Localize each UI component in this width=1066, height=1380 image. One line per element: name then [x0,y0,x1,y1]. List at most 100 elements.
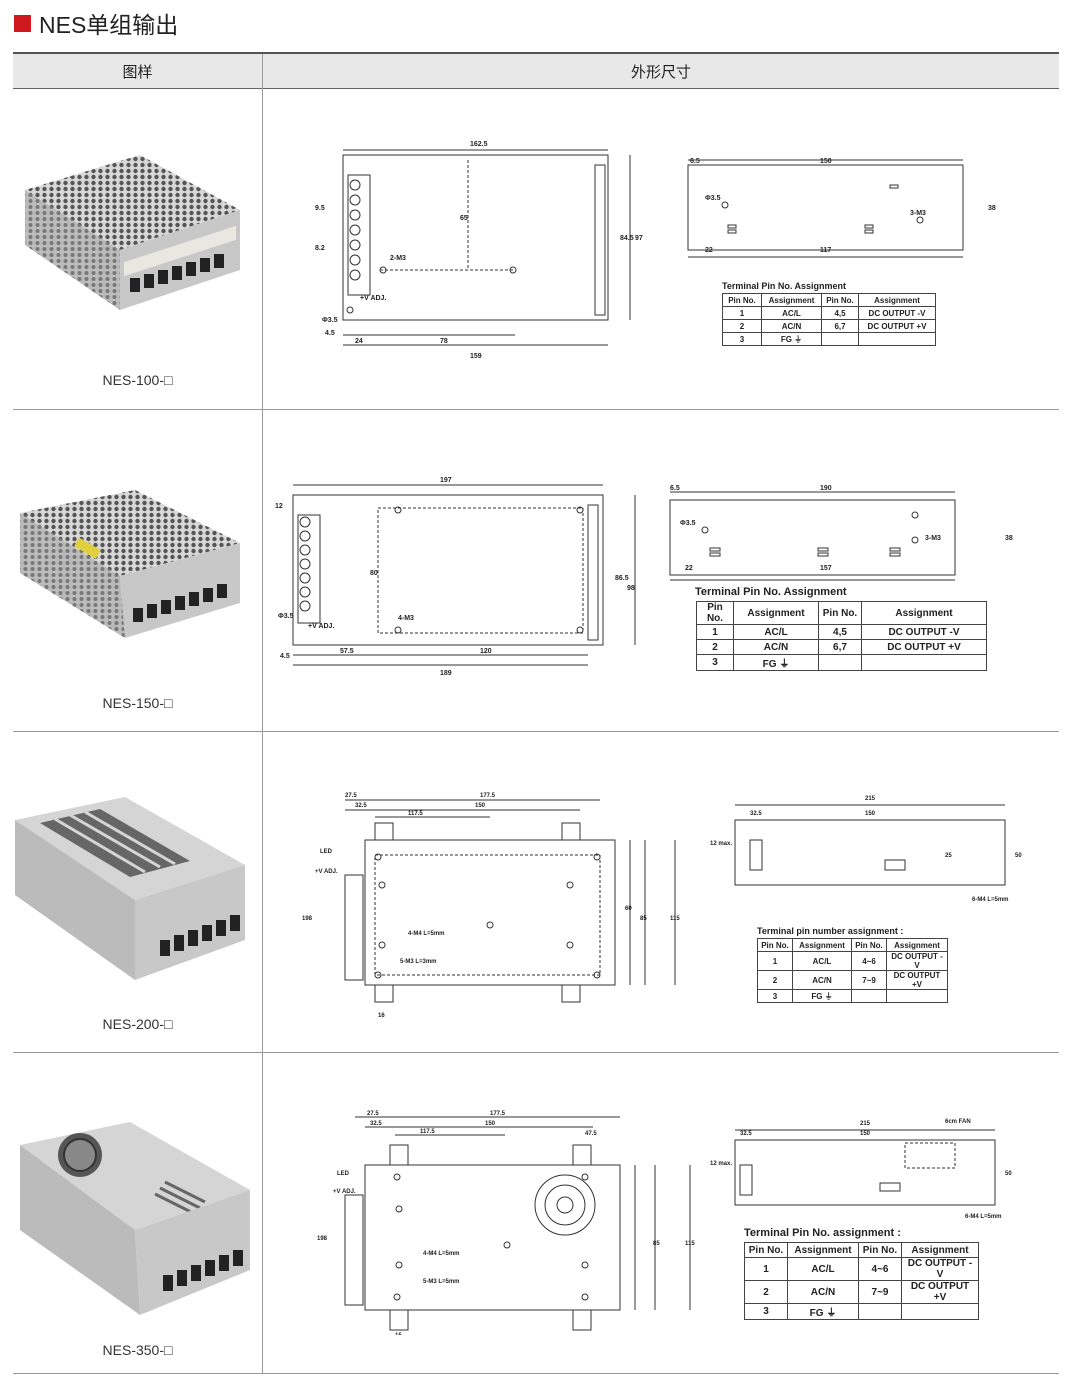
dim-text: 198 [302,916,313,922]
top-rule [13,52,1059,54]
dim-text: 215 [865,796,876,802]
dim-text: Φ3.5 [705,195,721,202]
cell: DC OUTPUT -V [858,306,936,320]
cell: 2 [696,639,734,655]
dim-text: 5-M3 L=5mm [423,1279,460,1285]
cell: AC/L [792,951,852,971]
dim-text: 32.5 [750,811,762,817]
th: Assignment [787,1242,859,1258]
dim-text: 150 [820,158,832,165]
dim-text: 16 [378,1013,385,1019]
th: Pin No. [722,293,762,307]
cell [858,1303,902,1320]
section-title: NES单组输出 [14,8,178,38]
cell: AC/N [792,970,852,990]
dim-text: 32.5 [740,1131,752,1137]
th: Assignment [861,601,987,625]
dim-text: 27.5 [367,1111,379,1117]
cell: 7~9 [858,1280,902,1304]
cell: 6,7 [821,319,859,333]
dim-text: 6-M4 L=5mm [972,897,1009,903]
cell: 3 [757,989,793,1003]
dim-text: 4-M3 [398,615,414,622]
cell: AC/L [787,1257,859,1281]
th: Assignment [858,293,936,307]
cell: DC OUTPUT +V [861,639,987,655]
dim-text: 50 [1005,1171,1012,1177]
dim-text: 4-M4 L=5mm [423,1251,460,1257]
dim-text: 4-M4 L=5mm [408,931,445,937]
cell: AC/L [761,306,822,320]
pin-table-title: Terminal Pin No. assignment : [744,1227,901,1239]
cell: FG ⏚ [792,989,852,1003]
page-title: NES单组输出 [39,12,179,38]
dim-text: 150 [860,1131,871,1137]
cell: 4~6 [858,1257,902,1281]
cell [858,332,936,346]
th: Assignment [901,1242,979,1258]
dim-text: 15 [395,1333,402,1335]
dim-text: 4.5 [325,330,335,337]
th: Pin No. [696,601,734,625]
dim-text: 177.5 [480,793,496,799]
th: Assignment [733,601,819,625]
dim-text: 98 [627,585,635,592]
dim-text: 198 [317,1236,328,1242]
cell: 3 [744,1303,788,1320]
dim-text: 9.5 [315,205,325,212]
th: Assignment [761,293,822,307]
dim-text: 6.5 [670,485,680,492]
cell: 4,5 [818,624,862,640]
cell: 4,5 [821,306,859,320]
product-label: NES-100-□ [102,372,173,388]
dim-text: 85 [653,1241,660,1247]
dim-text: 5-M3 L=3mm [400,959,437,965]
product-photo-nes-150 [20,490,240,638]
column-header-dimensions: 外形尺寸 [630,63,691,81]
dimension-drawing-nes-200: 177.5 27.5 32.5 150 117.5 LED +V ADJ. 4-… [302,793,1022,1019]
cell: AC/N [787,1280,859,1304]
column-divider [262,54,263,1374]
th: Pin No. [757,938,793,952]
cell: AC/N [761,319,822,333]
dim-text: +V ADJ. [308,623,334,630]
dim-text: 189 [440,670,452,677]
dim-text: Φ3.5 [322,317,338,324]
th: Pin No. [858,1242,902,1258]
dimension-drawing-nes-150: 197 189 57.5 120 4.5 80 86.5 98 +V ADJ. … [275,477,1013,677]
dim-text: 6cm FAN [945,1119,971,1125]
dim-text: 117.5 [420,1129,435,1135]
dim-text: 117 [820,247,831,254]
dim-text: 22 [685,565,693,572]
dim-text: 32.5 [355,803,367,809]
dim-text: 12 [275,503,283,510]
dim-text: 117.5 [408,811,423,817]
dim-text: 177.5 [490,1111,506,1117]
dim-text: 6.5 [690,158,700,165]
dim-text: 65 [460,215,468,222]
dim-text: +V ADJ. [315,869,338,875]
dim-text: 85 [640,916,647,922]
th: Pin No. [851,938,887,952]
cell: 1 [696,624,734,640]
cell: FG ⏚ [733,654,819,671]
dim-text: 2-M3 [390,255,406,262]
dim-text: 120 [480,648,492,655]
cell: DC OUTPUT +V [886,970,948,990]
cell [901,1303,979,1320]
product-photo-nes-350 [20,1122,250,1315]
dim-text: 57.5 [340,648,354,655]
pin-table-title: Terminal pin number assignment : [757,926,904,936]
product-label: NES-200-□ [102,1016,173,1032]
dim-text: 27.5 [345,793,357,799]
dim-text: 8.2 [315,245,325,252]
cell: 7~9 [851,970,887,990]
dim-text: 159 [470,353,482,360]
product-label: NES-150-□ [102,695,173,711]
cell: AC/N [733,639,819,655]
cell: FG ⏚ [787,1303,859,1320]
